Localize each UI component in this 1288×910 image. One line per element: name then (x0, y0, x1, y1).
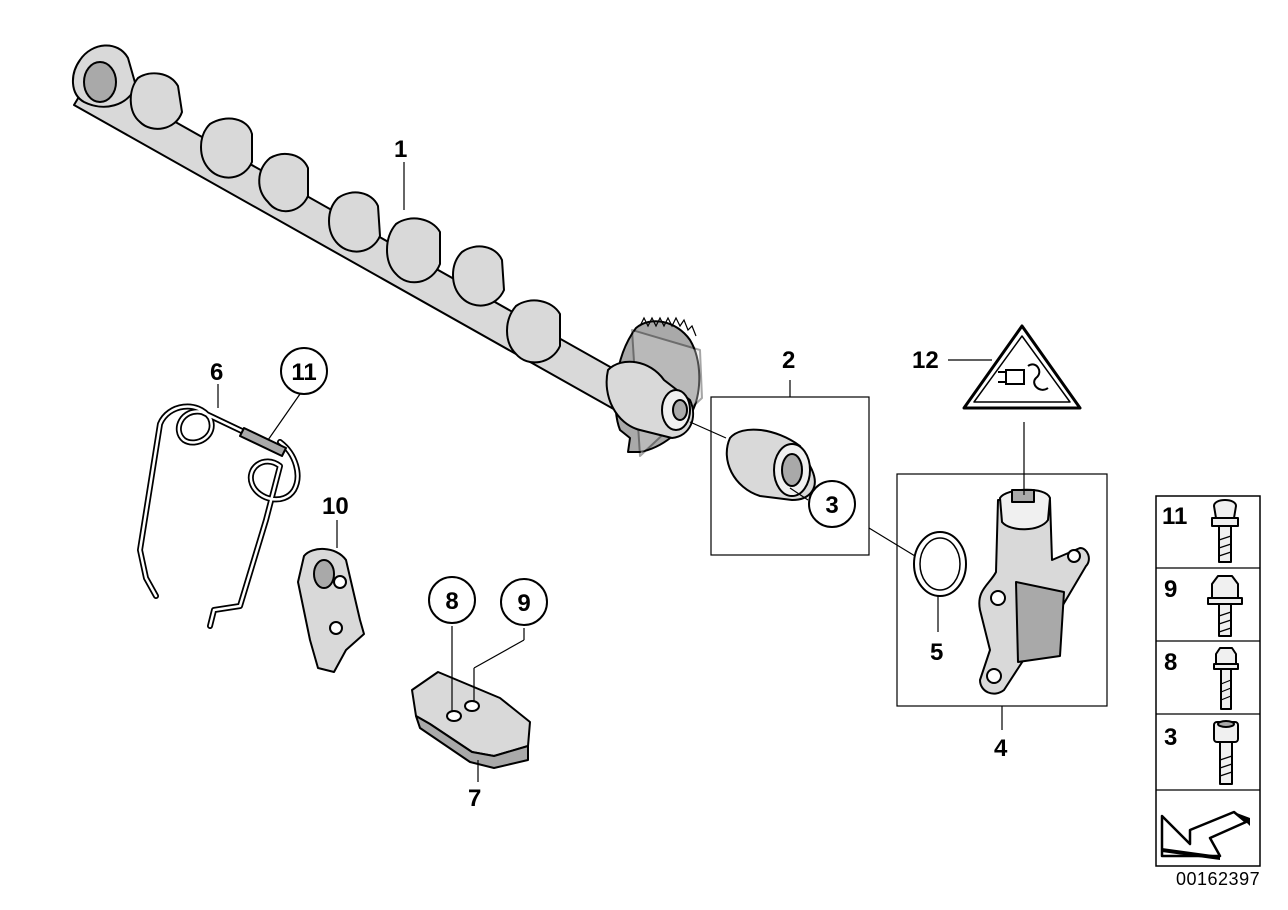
table-row-3-number: 3 (1164, 724, 1177, 751)
camshaft (72, 44, 703, 457)
callout-3: 3 (825, 492, 838, 519)
camshaft-sensor (978, 488, 1090, 695)
bolt-3-icon (1213, 720, 1239, 785)
table-row-9-number: 9 (1164, 576, 1177, 603)
callout-3-circle (808, 480, 856, 528)
bolt-8-icon (1213, 647, 1239, 710)
callout-12: 12 (912, 347, 939, 374)
callout-9-circle (500, 578, 548, 626)
fastener-table: 11 9 8 3 (1155, 495, 1261, 867)
bushing (725, 428, 816, 501)
callout-1: 1 (394, 136, 407, 163)
electrical-plug-warning-triangle-icon (998, 363, 1049, 391)
o-ring (913, 531, 967, 597)
callout-11: 11 (291, 359, 316, 386)
callout-7: 7 (468, 785, 481, 812)
rocker-lever (297, 548, 365, 673)
direction-arrow-icon (1160, 810, 1250, 860)
warning-triangle (962, 324, 1082, 410)
bracket-block (411, 671, 531, 769)
callout-6: 6 (210, 359, 223, 386)
table-row-11-number: 11 (1162, 503, 1187, 530)
callout-9: 9 (517, 590, 530, 617)
callout-11-circle (280, 347, 328, 395)
callout-5: 5 (930, 639, 943, 666)
diagram-id: 00162397 (1176, 869, 1260, 889)
callout-4: 4 (994, 735, 1008, 762)
bolt-9-icon (1207, 575, 1243, 637)
table-row-8-number: 8 (1164, 649, 1177, 676)
bolt-11-icon (1211, 499, 1239, 563)
callout-2: 2 (782, 347, 795, 374)
callout-8-circle (428, 576, 476, 624)
callout-10: 10 (322, 493, 349, 520)
callout-8: 8 (445, 588, 458, 615)
spring (137, 403, 301, 629)
